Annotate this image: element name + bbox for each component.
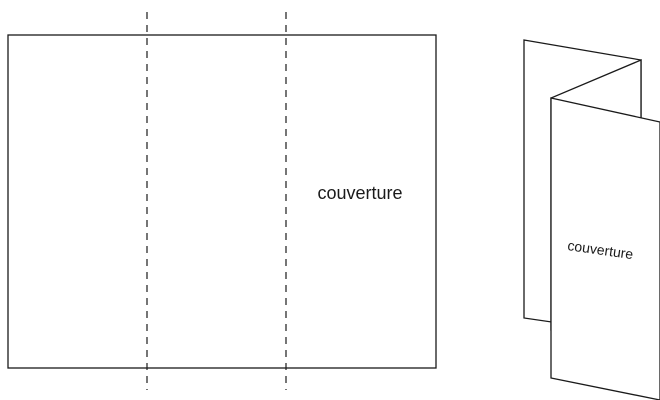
flat-sheet-outline [7, 34, 437, 369]
folded-front-cover-panel [550, 97, 660, 400]
flat-sheet: couverture [7, 12, 437, 390]
flat-cover-label: couverture [317, 183, 402, 203]
folded-brochure: couverture [523, 39, 660, 400]
